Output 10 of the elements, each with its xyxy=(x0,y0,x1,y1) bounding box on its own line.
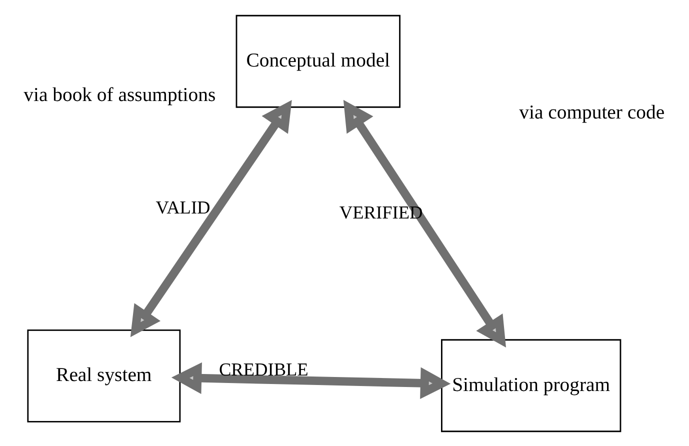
arrow xyxy=(171,362,451,398)
edge-label: CREDIBLE xyxy=(218,359,308,380)
arrow xyxy=(130,99,292,337)
label: via book of assumptions xyxy=(24,84,216,106)
node-box: Real system xyxy=(27,329,181,422)
arrow xyxy=(343,99,506,347)
node-box: Simulation program xyxy=(441,338,622,432)
node-box: Conceptual model xyxy=(236,14,400,108)
label: via computer code xyxy=(519,100,665,123)
edge-label: VALID xyxy=(156,196,210,217)
